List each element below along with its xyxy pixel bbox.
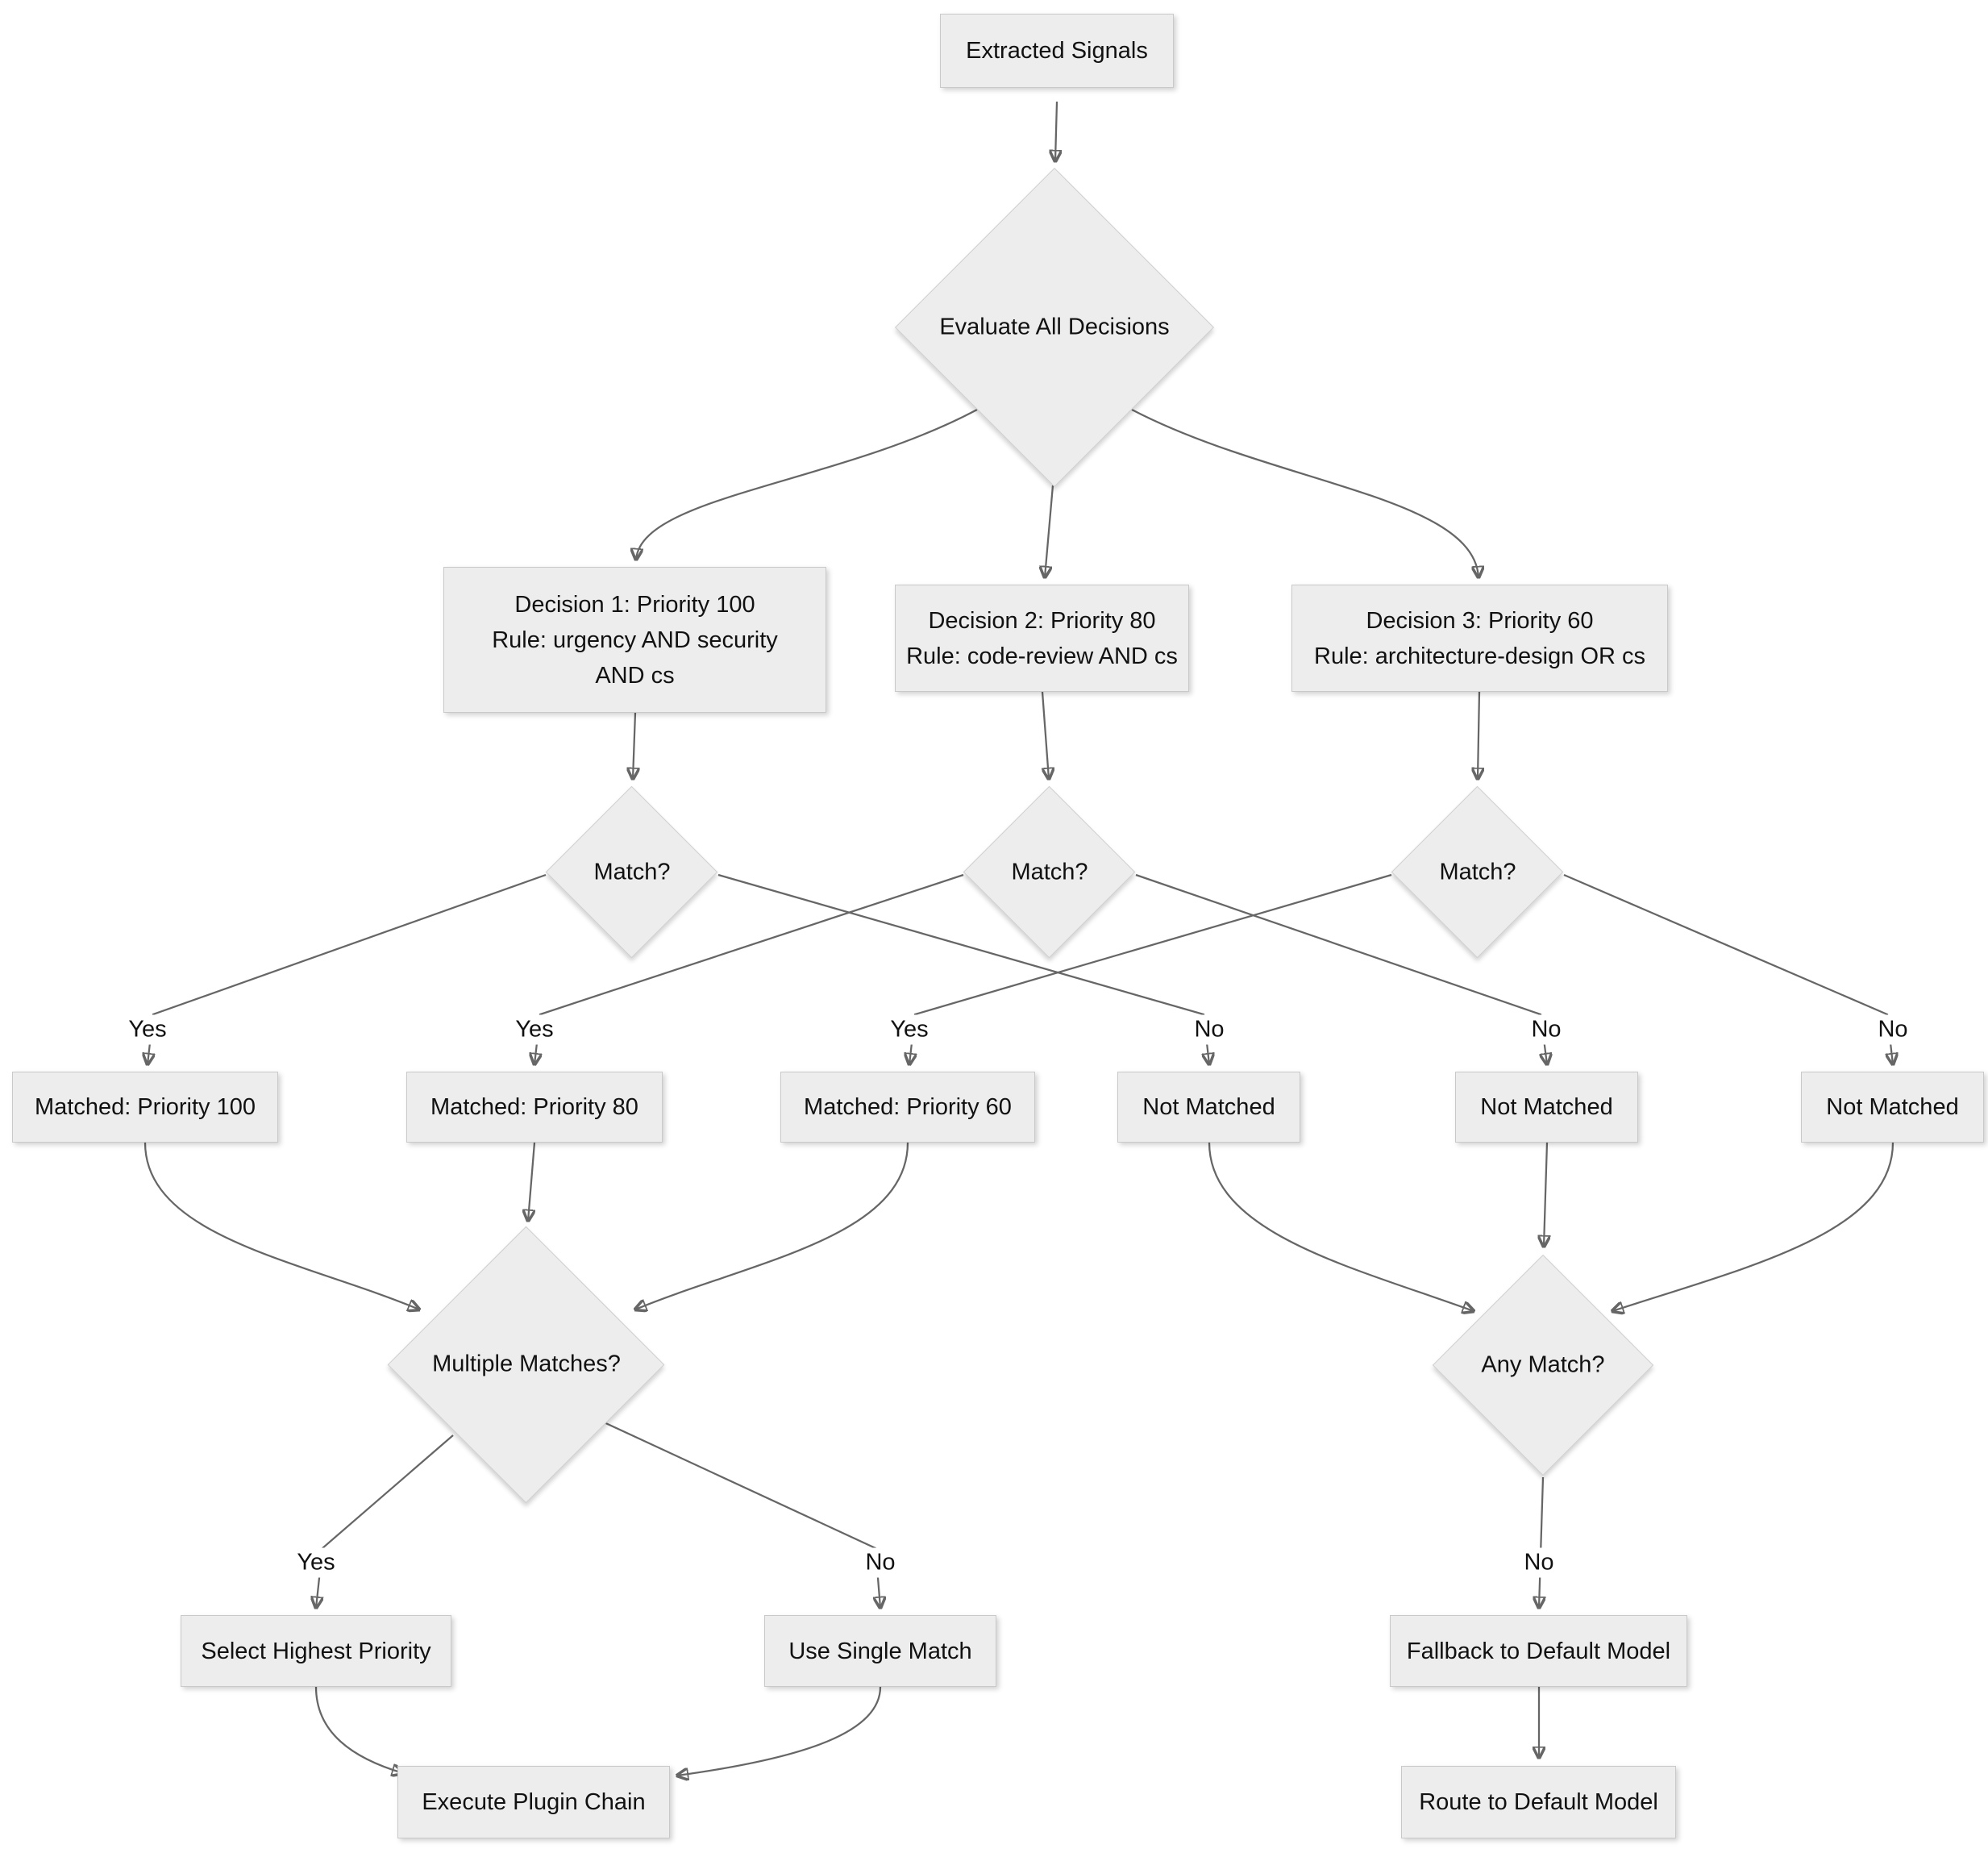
node-label: Not Matched bbox=[1826, 1094, 1959, 1120]
edge-label-match1-no: No bbox=[1187, 1014, 1231, 1045]
node-label: Matched: Priority 60 bbox=[804, 1094, 1012, 1120]
node-label: Match? bbox=[593, 859, 671, 885]
node-matched-priority-60: Matched: Priority 60 bbox=[780, 1072, 1035, 1143]
edge-match3-yes bbox=[909, 873, 1392, 1064]
edge-decision3-to-match3 bbox=[1478, 691, 1479, 779]
node-label-line: Decision 1: Priority 100 bbox=[514, 591, 755, 618]
edge-evaluate-to-decision2 bbox=[1045, 485, 1054, 577]
node-matched-priority-80: Matched: Priority 80 bbox=[406, 1072, 663, 1143]
node-label: Extracted Signals bbox=[966, 38, 1148, 64]
edge-usesingle-to-execute bbox=[677, 1686, 882, 1776]
edge-match1-no bbox=[717, 873, 1209, 1064]
edge-match3-no bbox=[1563, 873, 1893, 1064]
node-select-highest-priority: Select Highest Priority bbox=[181, 1615, 451, 1687]
edge-extracted-to-evaluate bbox=[1055, 101, 1057, 161]
edge-multiple-yes bbox=[316, 1434, 454, 1608]
edge-notmatched3-to-anymatch bbox=[1612, 1142, 1894, 1311]
node-label: Not Matched bbox=[1480, 1094, 1613, 1120]
edge-label-match1-yes: Yes bbox=[122, 1014, 173, 1045]
node-label: Matched: Priority 80 bbox=[430, 1094, 638, 1120]
edge-match2-no bbox=[1135, 873, 1547, 1064]
node-decision-2: Decision 2: Priority 80 Rule: code-revie… bbox=[895, 585, 1189, 692]
edge-match2-yes bbox=[534, 873, 964, 1064]
node-label: Select Highest Priority bbox=[201, 1638, 431, 1664]
edge-evaluate-to-decision1 bbox=[636, 409, 978, 560]
node-label: Not Matched bbox=[1142, 1094, 1275, 1120]
node-label-line: Rule: urgency AND security bbox=[492, 627, 778, 653]
edge-label-multiple-yes: Yes bbox=[290, 1547, 342, 1578]
node-label: Any Match? bbox=[1481, 1351, 1605, 1378]
node-fallback-to-default-model: Fallback to Default Model bbox=[1390, 1615, 1687, 1687]
edge-label-match3-yes: Yes bbox=[884, 1014, 935, 1045]
edge-select-to-execute bbox=[314, 1686, 403, 1773]
edge-match1-yes bbox=[148, 873, 547, 1064]
node-extracted-signals: Extracted Signals bbox=[940, 14, 1174, 88]
node-label-line: Rule: architecture-design OR cs bbox=[1314, 643, 1645, 669]
node-label-line: Decision 3: Priority 60 bbox=[1366, 607, 1594, 634]
edge-matched100-to-multiple bbox=[143, 1142, 419, 1309]
node-label: Evaluate All Decisions bbox=[939, 314, 1170, 340]
node-not-matched-3: Not Matched bbox=[1801, 1072, 1984, 1143]
node-label: Fallback to Default Model bbox=[1406, 1638, 1671, 1664]
edge-label-match3-no: No bbox=[1871, 1014, 1915, 1045]
node-decision-3: Decision 3: Priority 60 Rule: architectu… bbox=[1291, 585, 1668, 692]
edge-anymatch-no bbox=[1539, 1476, 1543, 1608]
node-matched-priority-100: Matched: Priority 100 bbox=[12, 1072, 278, 1143]
node-route-to-default-model: Route to Default Model bbox=[1401, 1766, 1676, 1838]
edge-matched60-to-multiple bbox=[635, 1142, 909, 1309]
node-label: Route to Default Model bbox=[1419, 1789, 1658, 1815]
edge-evaluate-to-decision3 bbox=[1131, 409, 1479, 577]
node-label: Match? bbox=[1011, 859, 1088, 885]
node-label-line: AND cs bbox=[595, 662, 675, 689]
edge-notmatched2-to-anymatch bbox=[1544, 1142, 1547, 1247]
node-label: Match? bbox=[1439, 859, 1516, 885]
node-label: Matched: Priority 100 bbox=[34, 1094, 256, 1120]
edge-decision1-to-match1 bbox=[633, 712, 635, 779]
node-label-line: Decision 2: Priority 80 bbox=[928, 607, 1156, 634]
node-not-matched-1: Not Matched bbox=[1117, 1072, 1300, 1143]
node-label: Multiple Matches? bbox=[432, 1351, 621, 1377]
node-decision-1: Decision 1: Priority 100 Rule: urgency A… bbox=[443, 567, 826, 713]
node-label-line: Rule: code-review AND cs bbox=[906, 643, 1178, 669]
node-not-matched-2: Not Matched bbox=[1455, 1072, 1638, 1143]
edge-notmatched1-to-anymatch bbox=[1208, 1142, 1474, 1311]
node-label: Use Single Match bbox=[788, 1638, 972, 1664]
node-execute-plugin-chain: Execute Plugin Chain bbox=[397, 1766, 670, 1838]
node-label: Execute Plugin Chain bbox=[422, 1789, 646, 1815]
edge-multiple-no bbox=[600, 1419, 880, 1608]
edge-matched80-to-multiple bbox=[528, 1142, 536, 1221]
node-use-single-match: Use Single Match bbox=[764, 1615, 996, 1687]
edge-label-anymatch-no: No bbox=[1517, 1547, 1561, 1578]
edge-label-match2-no: No bbox=[1524, 1014, 1568, 1045]
edge-decision2-to-match2 bbox=[1041, 691, 1049, 779]
edge-label-multiple-no: No bbox=[859, 1547, 902, 1578]
edge-label-match2-yes: Yes bbox=[509, 1014, 560, 1045]
